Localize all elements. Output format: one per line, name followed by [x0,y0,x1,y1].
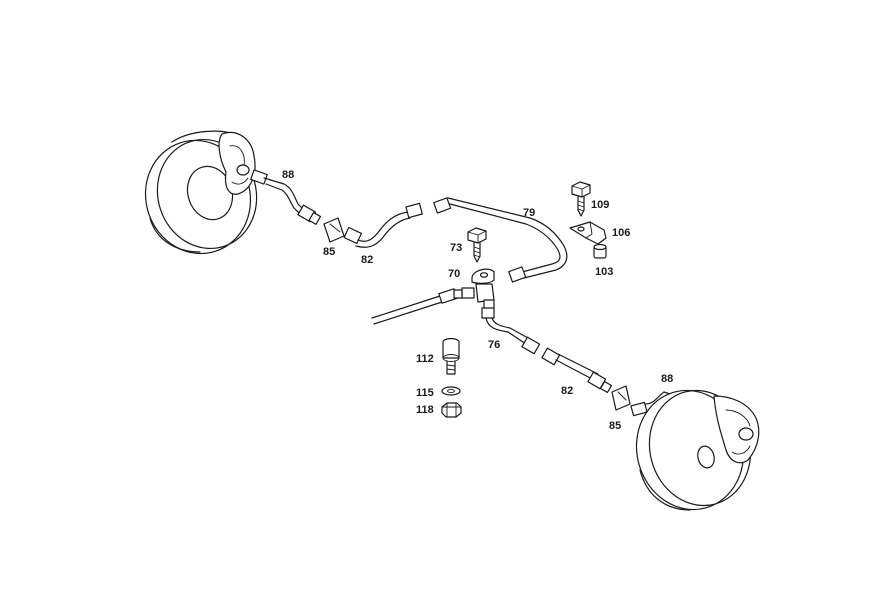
bolt-109 [571,181,591,217]
callout-70: 70 [448,268,460,280]
callout-82-left: 82 [361,254,373,266]
callout-109: 109 [591,199,609,211]
right-retaining-clip [611,385,631,411]
clip-106 [569,221,607,245]
callout-88-right: 88 [661,373,673,385]
callout-106: 106 [612,227,630,239]
right-brake-caliper [713,395,760,464]
callout-112: 112 [416,353,434,365]
left-brake-line [343,202,423,248]
distributor-block-70 [461,268,495,311]
right-brake-line [541,347,613,394]
bolt-73 [467,227,487,263]
left-retaining-clip [323,217,345,243]
brake-line-76 [481,307,541,355]
washer-115 [441,386,461,396]
bolt-112 [442,337,460,375]
sleeve-103 [593,243,607,259]
callout-103: 103 [595,266,613,278]
callout-115: 115 [416,387,434,399]
callout-73: 73 [450,242,462,254]
left-brake-caliper [218,131,256,195]
left-brake-hose [250,169,322,225]
callout-76: 76 [488,339,500,351]
callout-82-right: 82 [561,385,573,397]
brake-pipe-79 [433,197,568,283]
callout-88-left: 88 [282,169,294,181]
main-brake-line [371,288,463,325]
nut-118 [441,402,462,418]
right-brake-disc [635,389,752,511]
callout-118: 118 [416,404,434,416]
callout-85-right: 85 [609,420,621,432]
callout-85-left: 85 [323,246,335,258]
callout-79: 79 [523,207,535,219]
